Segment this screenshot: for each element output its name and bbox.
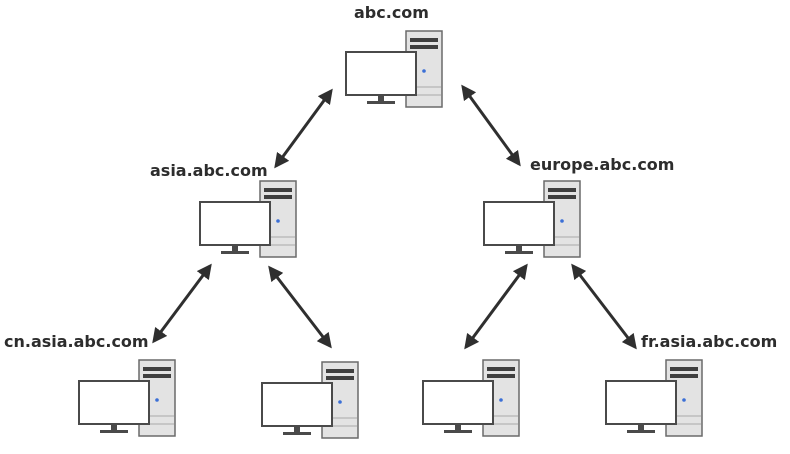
- edge-root-europe: [461, 84, 521, 167]
- edge-asia-child2: [268, 265, 332, 349]
- node-asia-computer-icon: [199, 180, 297, 258]
- node-label-europe: europe.abc.com: [530, 155, 675, 174]
- edge-root-asia: [274, 88, 333, 169]
- node-europe-child1-computer-icon: [422, 359, 520, 437]
- node-label-cn: cn.asia.abc.com: [4, 332, 149, 351]
- edge-europe-fr: [571, 263, 637, 350]
- node-cn-computer-icon: [78, 359, 176, 437]
- node-label-root: abc.com: [354, 3, 429, 22]
- edges: [152, 84, 637, 350]
- node-europe-computer-icon: [483, 180, 581, 258]
- node-root-computer-icon: [345, 30, 443, 108]
- node-label-fr: fr.asia.abc.com: [641, 332, 778, 351]
- node-asia-child2-computer-icon: [261, 361, 359, 439]
- edge-asia-cn: [152, 263, 212, 344]
- node-label-asia: asia.abc.com: [150, 161, 268, 180]
- edge-europe-child1: [464, 263, 528, 350]
- node-fr-computer-icon: [605, 359, 703, 437]
